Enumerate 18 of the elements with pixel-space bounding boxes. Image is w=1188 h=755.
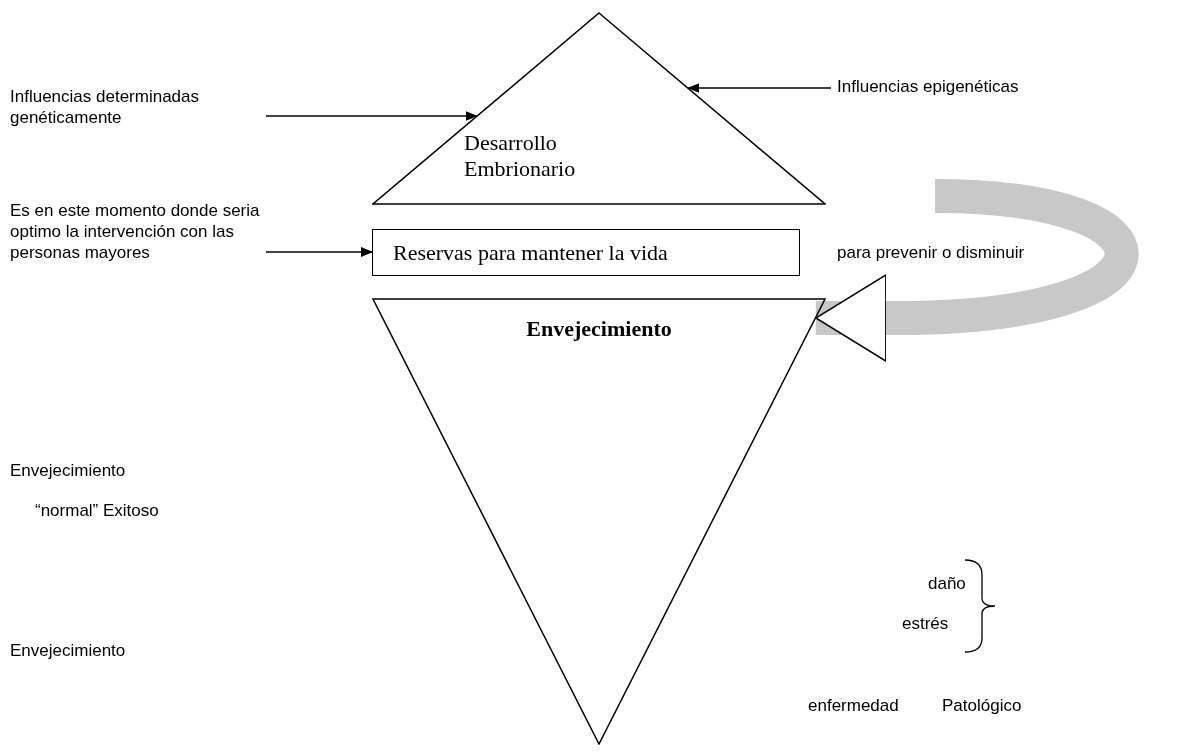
annotation-text: Patológico <box>942 695 1022 716</box>
annotation-text: estrés <box>902 613 949 634</box>
arrow <box>265 247 373 257</box>
node-text: Envejecimiento <box>525 316 673 342</box>
annotation-text: “normal” Exitoso <box>35 500 159 521</box>
arrow <box>265 111 478 121</box>
node-text: Desarrollo Embrionario <box>464 130 577 182</box>
annotation-text: Envejecimiento <box>10 460 126 481</box>
arrow <box>687 83 832 93</box>
annotation-text: Envejecimiento <box>10 640 126 661</box>
annotation-text: enfermedad <box>808 695 899 716</box>
curved-block-arrow <box>815 179 1138 362</box>
annotation-text: Influencias epigenéticas <box>837 76 1019 97</box>
annotation-text: Influencias determinadas genéticamente <box>10 86 260 128</box>
reserves-box: Reservas para mantener la vida <box>372 229 800 276</box>
annotation-text: para prevenir o disminuir <box>837 242 1025 263</box>
annotation-text: Es en este momento donde seria optimo la intervención con las personas mayores <box>10 200 260 263</box>
annotation-text: daño <box>928 573 966 594</box>
